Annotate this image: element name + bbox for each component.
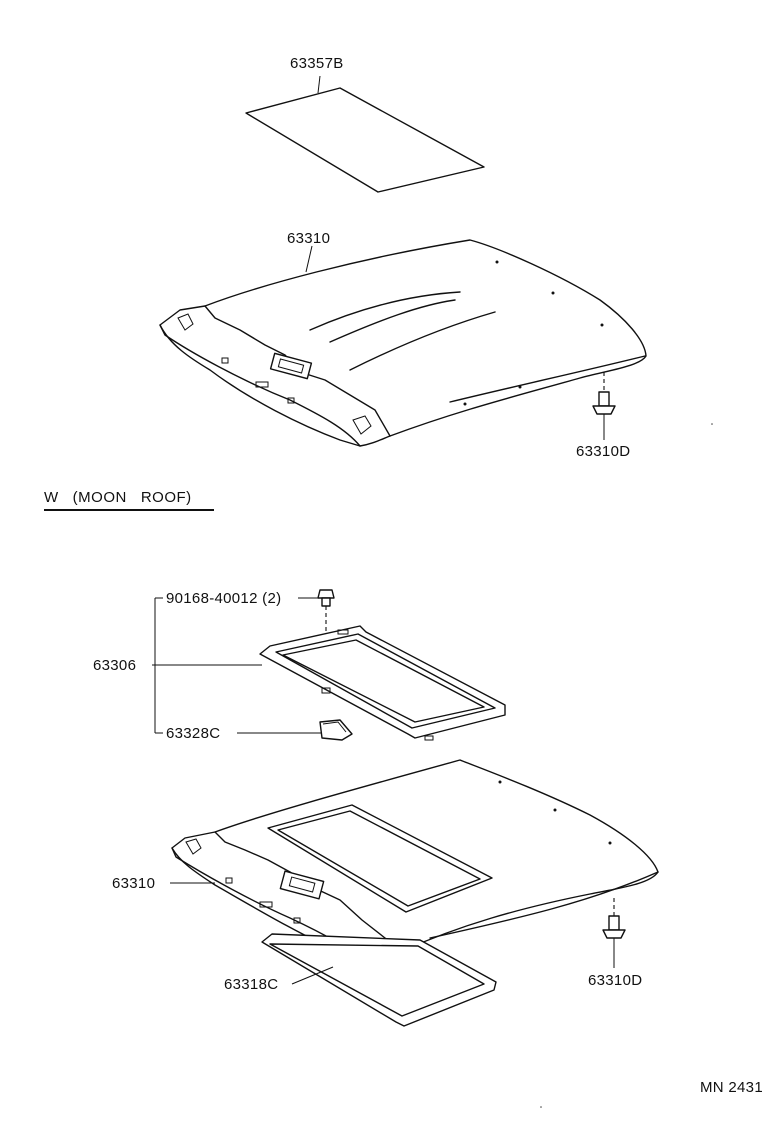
- clip-63310d-lower: [602, 898, 626, 968]
- headliner-63310-lower: [171, 759, 659, 965]
- section-title: W (MOON ROOF): [44, 489, 192, 506]
- section-title-underline: [44, 509, 214, 511]
- label-63318c: 63318C: [224, 976, 279, 993]
- clip-63328c: [319, 719, 353, 741]
- label-63310d-lower: 63310D: [588, 972, 643, 989]
- clip-63310d-upper: [592, 372, 616, 440]
- label-63357b: 63357B: [290, 55, 344, 72]
- figure-code: MN 2431: [700, 1079, 763, 1096]
- label-63306: 63306: [93, 657, 137, 674]
- label-63310-upper: 63310: [287, 230, 331, 247]
- label-63310-lower: 63310: [112, 875, 156, 892]
- leader-bracket: [152, 597, 322, 734]
- headliner-63310-upper: [159, 239, 647, 447]
- frame-63306: [259, 625, 506, 741]
- trim-63318c: [261, 933, 497, 1027]
- label-63310d-upper: 63310D: [576, 443, 631, 460]
- label-90168-40012: 90168-40012 (2): [166, 590, 282, 607]
- label-63328c: 63328C: [166, 725, 221, 742]
- pad-63357b: [245, 75, 485, 193]
